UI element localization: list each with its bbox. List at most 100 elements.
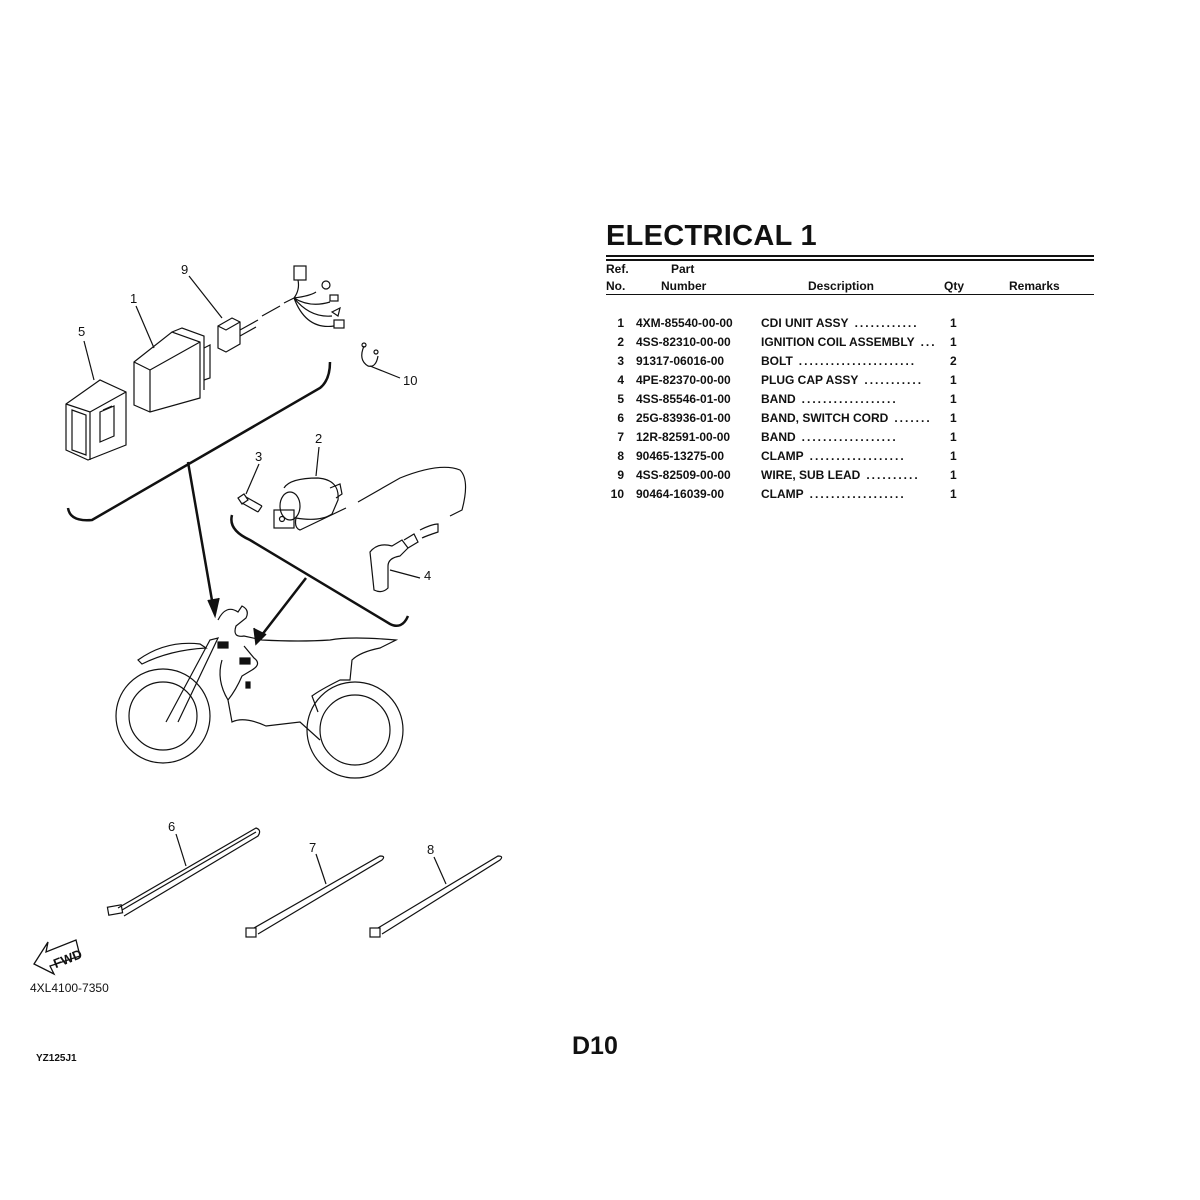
arrow-coil-to-bike <box>257 577 307 641</box>
leader-dots: ....... <box>894 411 932 425</box>
arrowhead-cdi <box>207 597 220 619</box>
motorcycle-outline <box>115 605 404 779</box>
ref-number: 9 <box>617 468 624 482</box>
description-text: CDI UNIT ASSY <box>761 316 849 330</box>
leader-dots: .................. <box>809 449 906 463</box>
quantity: 1 <box>950 316 957 330</box>
leader-dots: ... <box>920 335 937 349</box>
part-9-wire-sub-lead <box>217 265 345 353</box>
leader-9 <box>188 275 223 319</box>
leader-dots: .................. <box>809 487 906 501</box>
diagram-number: 4XL4100-7350 <box>30 981 109 995</box>
part-number: 90464-16039-00 <box>636 487 725 501</box>
quantity: 1 <box>950 392 957 406</box>
forward-label: FWD <box>51 946 84 971</box>
leader-8 <box>433 856 447 885</box>
description-text: CLAMP <box>761 487 804 501</box>
description: PLUG CAP ASSY........... <box>761 373 923 387</box>
description: BOLT...................... <box>761 354 916 368</box>
callout-2: 2 <box>315 431 322 446</box>
header-ref-line1: Ref. <box>606 262 629 276</box>
title-rule-bottom <box>606 259 1094 261</box>
callout-7: 7 <box>309 840 316 855</box>
description: CLAMP.................. <box>761 449 906 463</box>
description: IGNITION COIL ASSEMBLY... <box>761 335 937 349</box>
part-5-band <box>65 379 127 461</box>
model-code: YZ125J1 <box>36 1053 77 1064</box>
quantity: 1 <box>950 373 957 387</box>
description: BAND.................. <box>761 430 898 444</box>
ref-number: 10 <box>610 487 624 501</box>
table-row: 2 4SS-82310-00-00 IGNITION COIL ASSEMBLY..… <box>606 333 1006 352</box>
leader-7 <box>315 853 327 885</box>
callout-10: 10 <box>403 373 417 388</box>
part-number: 4PE-82370-00-00 <box>636 373 731 387</box>
quantity: 1 <box>950 468 957 482</box>
page-number: D10 <box>572 1032 618 1060</box>
leader-6 <box>175 833 187 867</box>
quantity: 1 <box>950 430 957 444</box>
ref-number: 1 <box>617 316 624 330</box>
leader-5 <box>83 340 95 381</box>
part-10-clamp <box>361 342 401 379</box>
callout-9: 9 <box>181 262 188 277</box>
description-text: BOLT <box>761 354 793 368</box>
description-text: CLAMP <box>761 449 804 463</box>
description-text: BAND <box>761 392 796 406</box>
part-number: 91317-06016-00 <box>636 354 725 368</box>
ref-number: 7 <box>617 430 624 444</box>
table-row: 3 91317-06016-00 BOLT.....................… <box>606 352 1006 371</box>
quantity: 2 <box>950 354 957 368</box>
callout-8: 8 <box>427 842 434 857</box>
section-title: ELECTRICAL 1 <box>606 220 817 252</box>
ref-number: 3 <box>617 354 624 368</box>
callout-3: 3 <box>255 449 262 464</box>
part-7-band <box>245 855 385 938</box>
parts-list: 1 4XM-85540-00-00 CDI UNIT ASSY...........… <box>606 314 1006 504</box>
header-part-line1: Part <box>671 262 695 276</box>
upper-group-border <box>66 361 332 522</box>
callout-4: 4 <box>424 568 431 583</box>
leader-dots: .......... <box>866 468 920 482</box>
arrowhead-coil <box>253 627 267 646</box>
part-number: 4XM-85540-00-00 <box>636 316 733 330</box>
description: BAND, SWITCH CORD....... <box>761 411 932 425</box>
description-text: BAND <box>761 430 796 444</box>
part-number: 90465-13275-00 <box>636 449 725 463</box>
part-3-bolt <box>237 493 263 513</box>
part-number: 4SS-82509-00-00 <box>636 468 731 482</box>
quantity: 1 <box>950 449 957 463</box>
ref-number: 8 <box>617 449 624 463</box>
header-description: Description <box>808 279 875 293</box>
header-remarks: Remarks <box>1009 279 1060 293</box>
quantity: 1 <box>950 335 957 349</box>
part-1-cdi-unit <box>133 327 211 413</box>
header-ref-line2: No. <box>606 279 626 293</box>
table-row: 7 12R-82591-00-00 BAND.................. 1 <box>606 428 1006 447</box>
ref-number: 2 <box>617 335 624 349</box>
leader-3 <box>245 463 260 495</box>
leader-dots: ...................... <box>798 354 917 368</box>
part-number: 25G-83936-01-00 <box>636 411 731 425</box>
forward-arrow-icon: FWD <box>33 939 84 976</box>
table-row: 9 4SS-82509-00-00 WIRE, SUB LEAD..........… <box>606 466 1006 485</box>
part-number: 4SS-82310-00-00 <box>636 335 731 349</box>
part-number: 12R-82591-00-00 <box>636 430 731 444</box>
quantity: 1 <box>950 411 957 425</box>
description: WIRE, SUB LEAD.......... <box>761 468 920 482</box>
leader-dots: ........... <box>864 373 924 387</box>
ref-number: 6 <box>617 411 624 425</box>
description-text: WIRE, SUB LEAD <box>761 468 861 482</box>
quantity: 1 <box>950 487 957 501</box>
description-text: IGNITION COIL ASSEMBLY <box>761 335 915 349</box>
table-row: 10 90464-16039-00 CLAMP.................. 1 <box>606 485 1006 504</box>
header-part-line2: Number <box>661 279 707 293</box>
leader-1 <box>135 305 155 349</box>
callout-1: 1 <box>130 291 137 306</box>
table-row: 6 25G-83936-01-00 BAND, SWITCH CORD.......… <box>606 409 1006 428</box>
description: BAND.................. <box>761 392 898 406</box>
